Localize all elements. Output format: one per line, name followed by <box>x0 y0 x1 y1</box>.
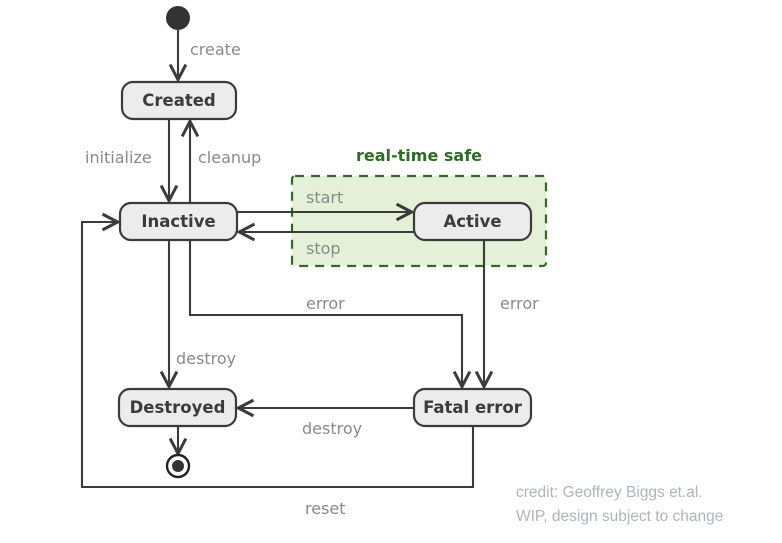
state-fatal-error[interactable]: Fatal error <box>412 387 533 428</box>
edge-label-start: start <box>306 188 343 207</box>
edge-label-cleanup: cleanup <box>198 148 261 167</box>
final-state-node <box>165 453 191 479</box>
state-created-label: Created <box>142 91 215 110</box>
state-created[interactable]: Created <box>120 80 238 121</box>
state-created-box[interactable] <box>120 80 238 121</box>
credit-line-2: WIP, design subject to change <box>516 508 723 525</box>
edge-label-error-right: error <box>500 294 539 313</box>
state-active[interactable]: Active <box>412 201 533 242</box>
state-fatal-error-box[interactable] <box>412 387 533 428</box>
edge-label-create: create <box>190 40 241 59</box>
edge-label-error-left: error <box>306 294 345 313</box>
state-fatal-error-label: Fatal error <box>423 398 523 417</box>
edge-label-destroy-bottom: destroy <box>302 419 362 438</box>
state-destroyed-box[interactable] <box>117 387 238 428</box>
state-active-box[interactable] <box>412 201 533 242</box>
state-destroyed-label: Destroyed <box>130 398 226 417</box>
state-destroyed[interactable]: Destroyed <box>117 387 238 428</box>
initial-state-node <box>166 6 190 30</box>
edge-label-destroy-top: destroy <box>176 349 236 368</box>
final-state-dot <box>172 460 184 472</box>
edge-label-stop: stop <box>306 239 341 258</box>
state-inactive-box[interactable] <box>118 201 239 242</box>
region-real-time-safe-title: real-time safe <box>356 146 482 165</box>
state-active-label: Active <box>443 212 501 231</box>
state-inactive[interactable]: Inactive <box>118 201 239 242</box>
credit-line-1: credit: Geoffrey Biggs et.al. <box>516 484 703 501</box>
edge-error-from-inactive <box>188 240 462 386</box>
edge-label-reset: reset <box>305 499 346 518</box>
state-inactive-label: Inactive <box>141 212 215 231</box>
edge-reset <box>80 222 475 489</box>
edge-label-initialize: initialize <box>85 148 152 167</box>
